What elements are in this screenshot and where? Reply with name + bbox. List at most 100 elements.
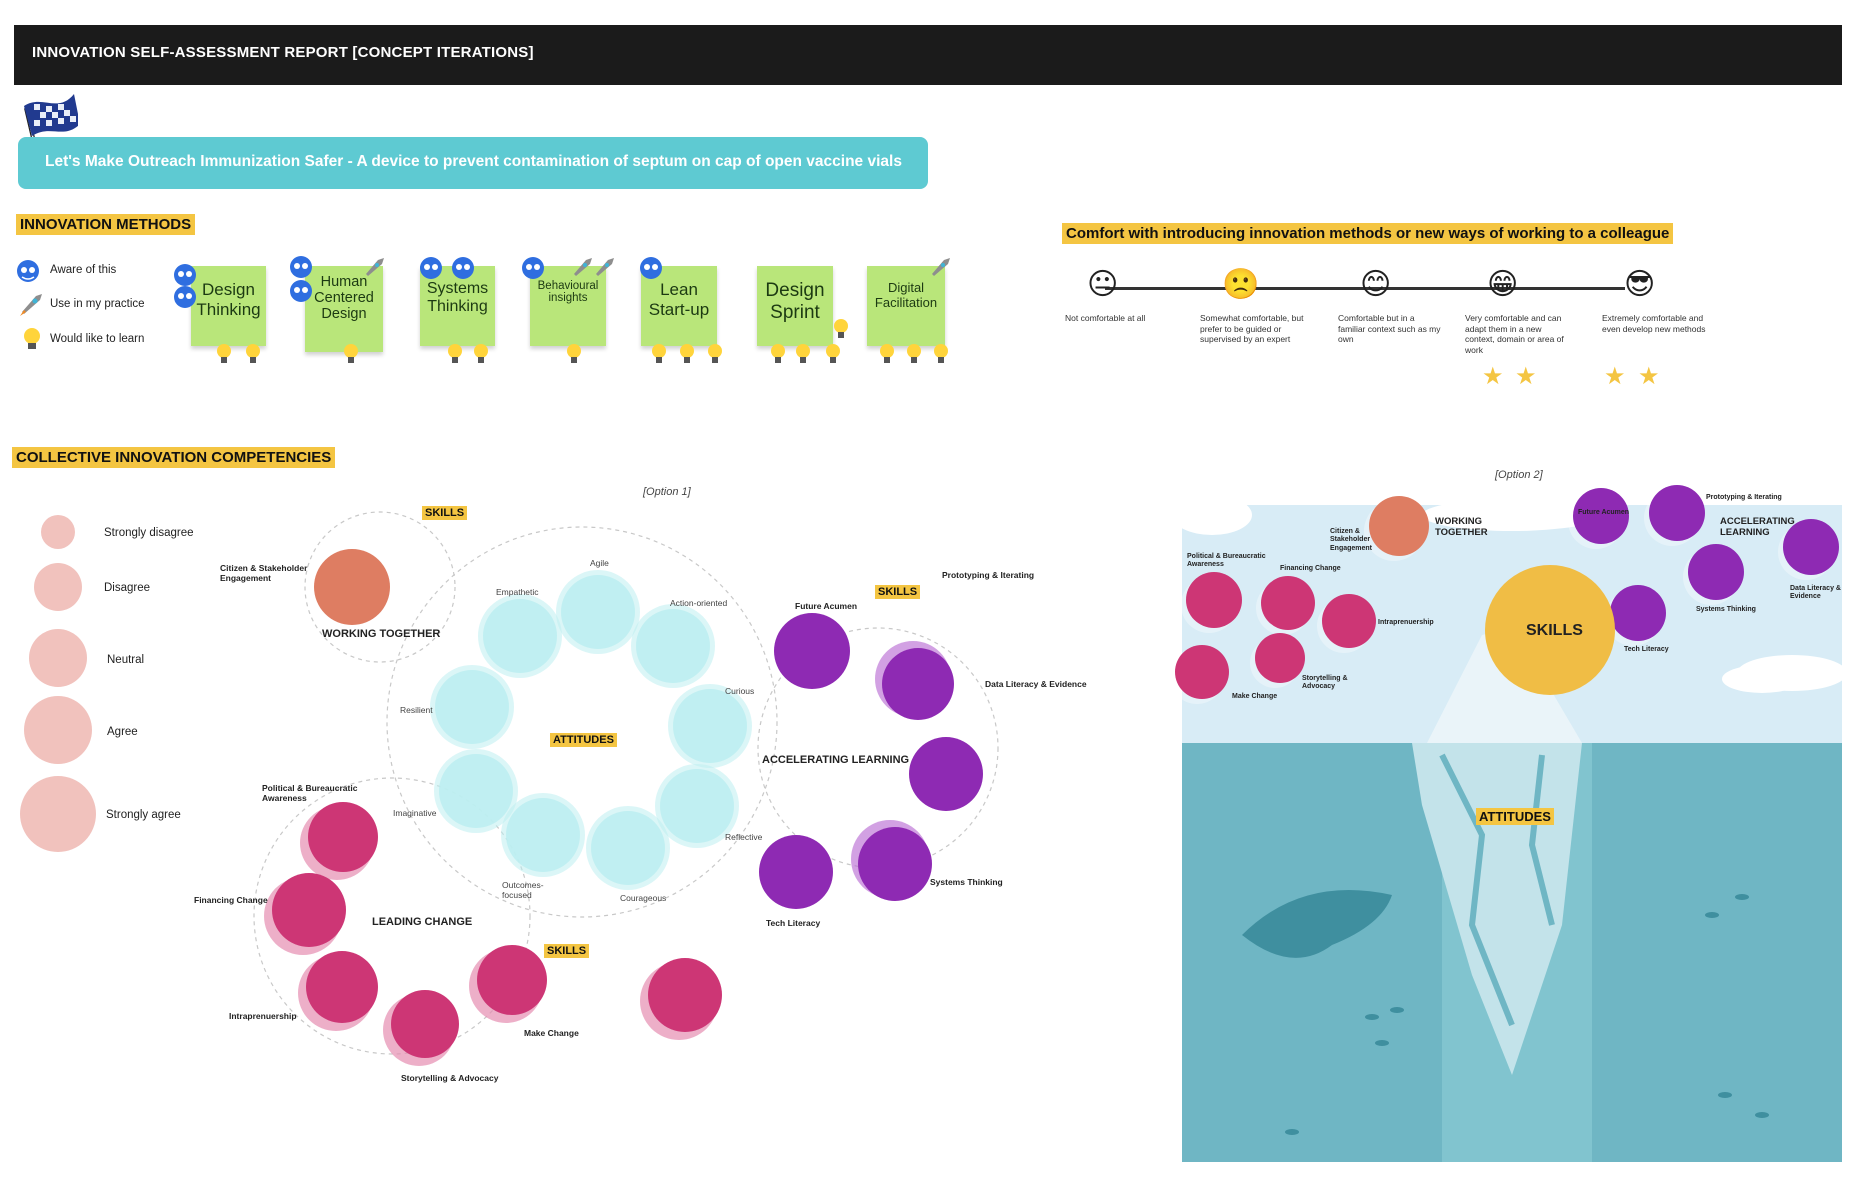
competency-circle xyxy=(1783,519,1839,575)
competency-label: Systems Thinking xyxy=(1696,606,1756,613)
competency-circle xyxy=(759,835,833,909)
attitude-circle xyxy=(660,769,734,843)
project-title: Let's Make Outreach Immunization Safer -… xyxy=(45,153,902,170)
lightbulb-icon xyxy=(652,344,666,363)
competency-label: Courageous xyxy=(620,893,667,903)
competency-label: LEADING CHANGE xyxy=(372,916,473,928)
skills-circle xyxy=(1485,565,1615,695)
lightbulb-icon xyxy=(567,344,581,363)
comfort-emoji-icon: 😎 xyxy=(1624,268,1656,301)
scale-label-strongly-agree: Strongly agree xyxy=(106,809,181,821)
competency-label: ACCELERATING LEARNING xyxy=(1720,516,1795,539)
competency-label: Prototyping & Iterating xyxy=(942,570,1035,580)
lightbulb-icon xyxy=(680,344,694,363)
face-icon xyxy=(420,257,442,279)
method-sticky-label: Thinking xyxy=(196,300,261,319)
competency-label: Future Acumen xyxy=(1578,509,1630,516)
lightbulb-icon xyxy=(796,344,810,363)
competency-label: Curious xyxy=(725,686,755,696)
lightbulb-icon xyxy=(217,344,231,363)
star-icon: ★ xyxy=(1482,363,1504,390)
scale-circle-disagree xyxy=(34,563,82,611)
competency-circle xyxy=(1186,572,1242,628)
attitude-circle xyxy=(506,798,580,872)
competency-circle xyxy=(477,945,547,1015)
competencies-heading: COLLECTIVE INNOVATION COMPETENCIES xyxy=(12,447,336,468)
comfort-scale-line xyxy=(1105,287,1625,290)
face-icon xyxy=(452,257,474,279)
competency-circle xyxy=(306,951,378,1023)
lightbulb-icon xyxy=(474,344,488,363)
comfort-emoji-icon: 😊 xyxy=(1360,268,1392,301)
competency-circle xyxy=(882,648,954,720)
lightbulb-icon xyxy=(834,319,848,338)
face-icon xyxy=(174,286,196,308)
method-sticky-label: Human xyxy=(320,274,368,290)
competency-circle xyxy=(391,990,459,1058)
competency-label: SKILLS xyxy=(544,944,590,958)
competency-circle xyxy=(909,737,983,811)
method-sticky-label: Digital xyxy=(887,280,925,295)
competency-label: Make Change xyxy=(524,1028,579,1038)
competency-circle xyxy=(1369,496,1429,556)
competency-label: Prototyping & Iterating xyxy=(1706,494,1782,501)
method-sticky-label: Facilitation xyxy=(874,295,938,310)
comfort-level-label: Extremely comfortable and even develop n… xyxy=(1602,313,1706,334)
competency-label: Data Literacy & Evidence xyxy=(985,679,1087,689)
lightbulb-icon xyxy=(344,344,358,363)
face-icon xyxy=(290,280,312,302)
scale-circle-strongly-disagree xyxy=(41,515,75,549)
scale-label-neutral: Neutral xyxy=(107,654,145,666)
method-sticky-label: Behavioural xyxy=(537,280,599,292)
competency-circle xyxy=(1322,594,1376,648)
rocket-icon xyxy=(574,258,592,276)
competency-label: Financing Change xyxy=(194,895,268,905)
competency-label: Empathetic xyxy=(496,587,539,597)
attitudes-label: ATTITUDES xyxy=(1476,808,1554,825)
competency-label: Systems Thinking xyxy=(930,877,1003,887)
method-sticky-label: Thinking xyxy=(427,298,488,315)
rocket-icon xyxy=(366,258,384,276)
competency-label: Outcomes-focused xyxy=(502,880,544,900)
page-title: INNOVATION SELF-ASSESSMENT REPORT [CONCE… xyxy=(32,44,534,61)
comfort-level-label: Not comfortable at all xyxy=(1065,313,1146,323)
competency-label: Intraprenuership xyxy=(1378,619,1434,626)
competency-label: Action-oriented xyxy=(670,598,728,608)
lightbulb-icon xyxy=(880,344,894,363)
comfort-emoji-icon: 😐 xyxy=(1087,268,1119,301)
method-sticky-label: insights xyxy=(548,292,588,304)
lightbulb-icon xyxy=(24,328,40,349)
competency-circle xyxy=(858,827,932,901)
competency-circle xyxy=(648,958,722,1032)
competency-circle xyxy=(1610,585,1666,641)
competency-label: Citizen & Stakeholder Engagement xyxy=(1330,528,1373,552)
method-sticky-label: Design xyxy=(202,280,255,299)
competency-label: WORKING TOGETHER xyxy=(322,628,441,640)
scale-circle-strongly-agree xyxy=(20,776,96,852)
option1-label: [Option 1] xyxy=(643,486,691,498)
competency-label: Political & Bureaucratic Awareness xyxy=(262,783,358,804)
lightbulb-icon xyxy=(826,344,840,363)
competency-circle xyxy=(1175,645,1229,699)
rocket-icon xyxy=(596,258,614,276)
legend-learn-label: Would like to learn xyxy=(50,333,145,345)
method-sticky-label: Centered xyxy=(314,290,374,306)
lightbulb-icon xyxy=(448,344,462,363)
competency-label: Intraprenuership xyxy=(229,1011,297,1021)
comfort-level-label: Comfortable but in a familiar context su… xyxy=(1338,313,1441,345)
competency-label: Tech Literacy xyxy=(766,918,821,928)
innovation-methods-heading: INNOVATION METHODS xyxy=(16,214,196,235)
competency-label: Storytelling & Advocacy xyxy=(401,1073,499,1083)
competency-label: Financing Change xyxy=(1280,565,1341,572)
method-sticky-label: Design xyxy=(765,280,825,301)
star-icon: ★ xyxy=(1638,363,1660,390)
lightbulb-icon xyxy=(907,344,921,363)
